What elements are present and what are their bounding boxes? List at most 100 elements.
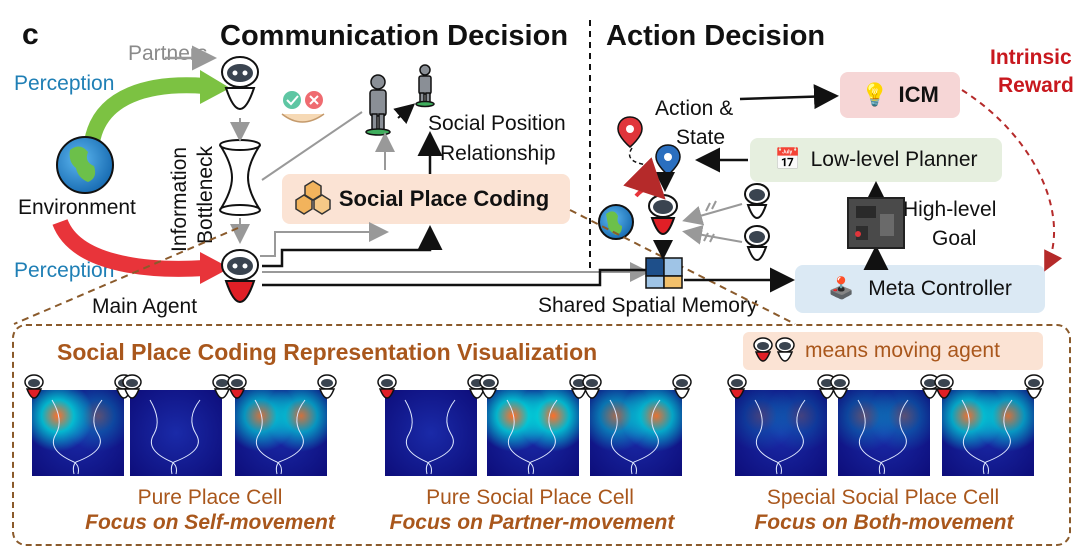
environment-label: Environment — [18, 196, 136, 219]
puzzle-memory-icon — [645, 257, 683, 289]
meta-controller-label: Meta Controller — [868, 277, 1012, 300]
focus-3: Focus on Both-movement — [754, 511, 1014, 534]
communication-decision-heading: Communication Decision — [220, 20, 569, 52]
icm-box: 💡 ICM — [840, 72, 960, 118]
action-decision-heading: Action Decision — [606, 20, 826, 52]
meta-controller-box: 🕹️ Meta Controller — [795, 265, 1045, 313]
action-state-to-icm — [739, 84, 839, 110]
trajectory-lines — [754, 399, 806, 475]
joystick-icon: 🕹️ — [828, 277, 855, 300]
trajectory-lines — [506, 399, 558, 475]
partner2-to-agent — [682, 224, 743, 245]
heatmap-thumbnail — [735, 390, 827, 476]
globe-icon — [56, 136, 114, 194]
main-agent-label: Main Agent — [92, 295, 198, 318]
relation-arrow — [393, 103, 416, 125]
goal-map-icon — [847, 197, 905, 249]
caption-1: Pure Place Cell — [137, 486, 283, 509]
panel-link-left — [13, 227, 239, 325]
social-place-coding-label: Social Place Coding — [338, 186, 550, 211]
perception-label-top: Perception — [14, 72, 115, 95]
gray-line-to-person — [261, 111, 363, 181]
reward-label: Reward — [998, 74, 1074, 97]
low-level-planner-label: Low-level Planner — [810, 148, 978, 171]
agent-icon — [582, 374, 602, 399]
trajectory-lines — [149, 399, 201, 475]
legend-text: means moving agent — [805, 339, 1000, 362]
legend-box: means moving agent — [743, 332, 1043, 370]
intrinsic-label: Intrinsic — [990, 46, 1072, 69]
partner-robot-icon — [221, 56, 259, 110]
agent-icon — [122, 374, 142, 399]
map-pin-icon — [617, 116, 681, 176]
calendar-icon: 📅 — [774, 148, 801, 171]
heatmap-thumbnail — [942, 390, 1034, 476]
action-state-label-1: Action & — [655, 97, 734, 120]
green-perception-arrow — [84, 77, 206, 144]
agent-to-spc-black — [262, 225, 443, 268]
trajectory-lines — [51, 399, 103, 475]
heatmap-thumbnail — [487, 390, 579, 476]
heatmap-thumbnail — [385, 390, 477, 476]
relationship-label: Relationship — [440, 142, 556, 165]
panel-letter: c — [22, 18, 39, 51]
trajectory-lines — [961, 399, 1013, 475]
social-place-coding-box: Social Place Coding — [282, 174, 570, 224]
green-arrow-head — [200, 70, 230, 104]
heatmap-thumbnail — [590, 390, 682, 476]
action-state-label-2: State — [676, 126, 726, 149]
agent-icon-partner — [317, 374, 337, 399]
agent-icon — [830, 374, 850, 399]
social-position-label: Social Position — [428, 112, 566, 135]
goal-label: Goal — [932, 227, 977, 250]
trajectory-lines — [609, 399, 661, 475]
focus-1: Focus on Self-movement — [85, 511, 335, 534]
agent-icon — [227, 374, 247, 399]
person-figure-icon — [365, 74, 391, 136]
shared-spatial-memory-label: Shared Spatial Memory — [538, 294, 758, 317]
caption-2: Pure Social Place Cell — [426, 486, 634, 509]
visualization-title: Social Place Coding Representation Visua… — [57, 339, 598, 365]
lightbulb-icon: 💡 — [861, 82, 889, 107]
partner-robot-icon-right-1 — [744, 183, 770, 219]
partner1-to-agent — [682, 203, 743, 226]
agent-icon — [24, 374, 44, 399]
partner-robot-icon-right-2 — [744, 225, 770, 261]
hexagon-cluster-icon — [295, 180, 331, 215]
intrinsic-reward-arrow — [961, 89, 1063, 272]
heatmap-thumbnail — [838, 390, 930, 476]
globe-to-agent-arrow — [623, 157, 666, 200]
caption-3: Special Social Place Cell — [766, 486, 1000, 509]
perception-label-bottom: Perception — [14, 259, 115, 282]
visualization-panel — [12, 324, 1071, 546]
comm-break-marks — [703, 200, 717, 243]
agent-to-memory-black — [262, 268, 648, 287]
agent-icon — [377, 374, 397, 399]
low-level-planner-box: 📅 Low-level Planner — [750, 138, 1002, 182]
red-perception-arrow — [52, 218, 206, 277]
trajectory-lines — [254, 399, 306, 475]
icm-label: ICM — [898, 82, 939, 107]
agent-to-spc-gray — [260, 222, 389, 257]
main-agent-robot-icon — [221, 249, 259, 303]
bottleneck-hourglass-icon — [219, 118, 261, 244]
person-figure-icon-2 — [415, 64, 435, 108]
heatmap-thumbnail — [32, 390, 124, 476]
agent-icon — [934, 374, 954, 399]
check-cross-icon — [281, 91, 325, 123]
agent-icon-partner — [920, 374, 940, 399]
trajectory-lines — [404, 399, 456, 475]
trajectory-lines — [857, 399, 909, 475]
red-arrow-head — [200, 252, 230, 284]
agent-icon-partner — [1024, 374, 1044, 399]
agent-icon — [479, 374, 499, 399]
heatmap-thumbnail — [130, 390, 222, 476]
globe-icon-small — [598, 204, 634, 240]
agent-icon-partner — [672, 374, 692, 399]
focus-2: Focus on Partner-movement — [389, 511, 675, 534]
agent-icon — [727, 374, 747, 399]
moving-agent-icons — [753, 337, 795, 362]
heatmap-thumbnail — [235, 390, 327, 476]
action-agent-robot-icon — [648, 194, 678, 235]
